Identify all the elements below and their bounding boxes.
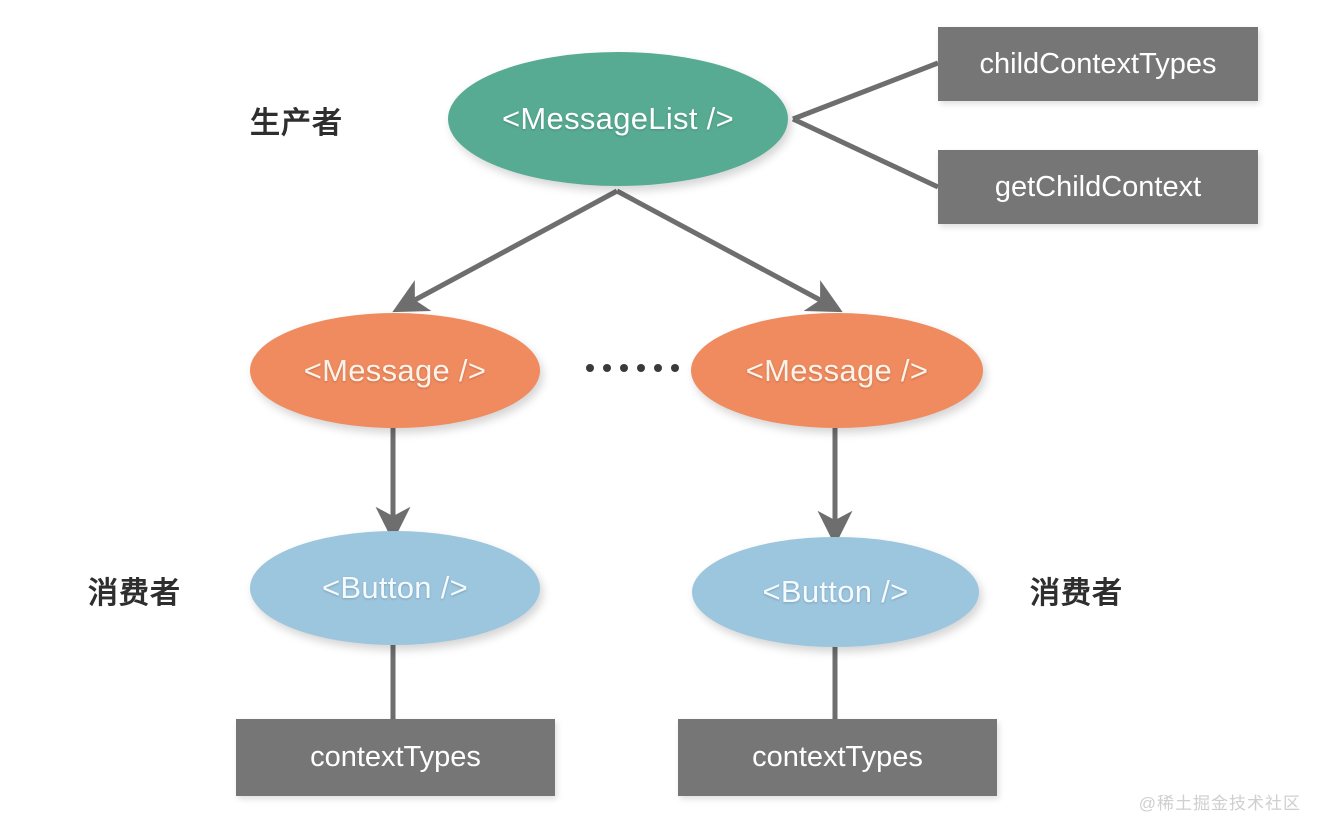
ellipsis-dot bbox=[620, 364, 628, 372]
node-context-types-left[interactable]: contextTypes bbox=[236, 719, 555, 796]
ellipsis-dots bbox=[586, 364, 679, 372]
consumer-label-left: 消费者 bbox=[88, 577, 181, 610]
node-message-right[interactable]: <Message /> bbox=[691, 313, 983, 428]
node-button-right[interactable]: <Button /> bbox=[692, 537, 979, 647]
ellipsis-dot bbox=[637, 364, 645, 372]
ellipsis-dot bbox=[586, 364, 594, 372]
producer-label: 生产者 bbox=[250, 107, 343, 140]
node-context-types-right[interactable]: contextTypes bbox=[678, 719, 997, 796]
ellipsis-dot bbox=[603, 364, 611, 372]
edge-messagelist-to-message-left bbox=[392, 188, 619, 313]
node-get-child-context[interactable]: getChildContext bbox=[938, 150, 1258, 224]
consumer-label-right: 消费者 bbox=[1030, 577, 1123, 610]
edge-messagelist-to-getchildcontext bbox=[791, 116, 940, 190]
ellipsis-dot bbox=[654, 364, 662, 372]
edge-messagelist-to-message-right bbox=[615, 188, 843, 313]
ellipsis-dot bbox=[671, 364, 679, 372]
node-message-left[interactable]: <Message /> bbox=[250, 313, 540, 428]
edge-messagelist-to-childcontexttypes bbox=[792, 60, 939, 122]
node-button-left[interactable]: <Button /> bbox=[250, 531, 540, 645]
node-child-context-types[interactable]: childContextTypes bbox=[938, 27, 1258, 101]
node-message-list[interactable]: <MessageList /> bbox=[448, 52, 788, 186]
watermark: @稀土掘金技术社区 bbox=[1138, 794, 1301, 813]
